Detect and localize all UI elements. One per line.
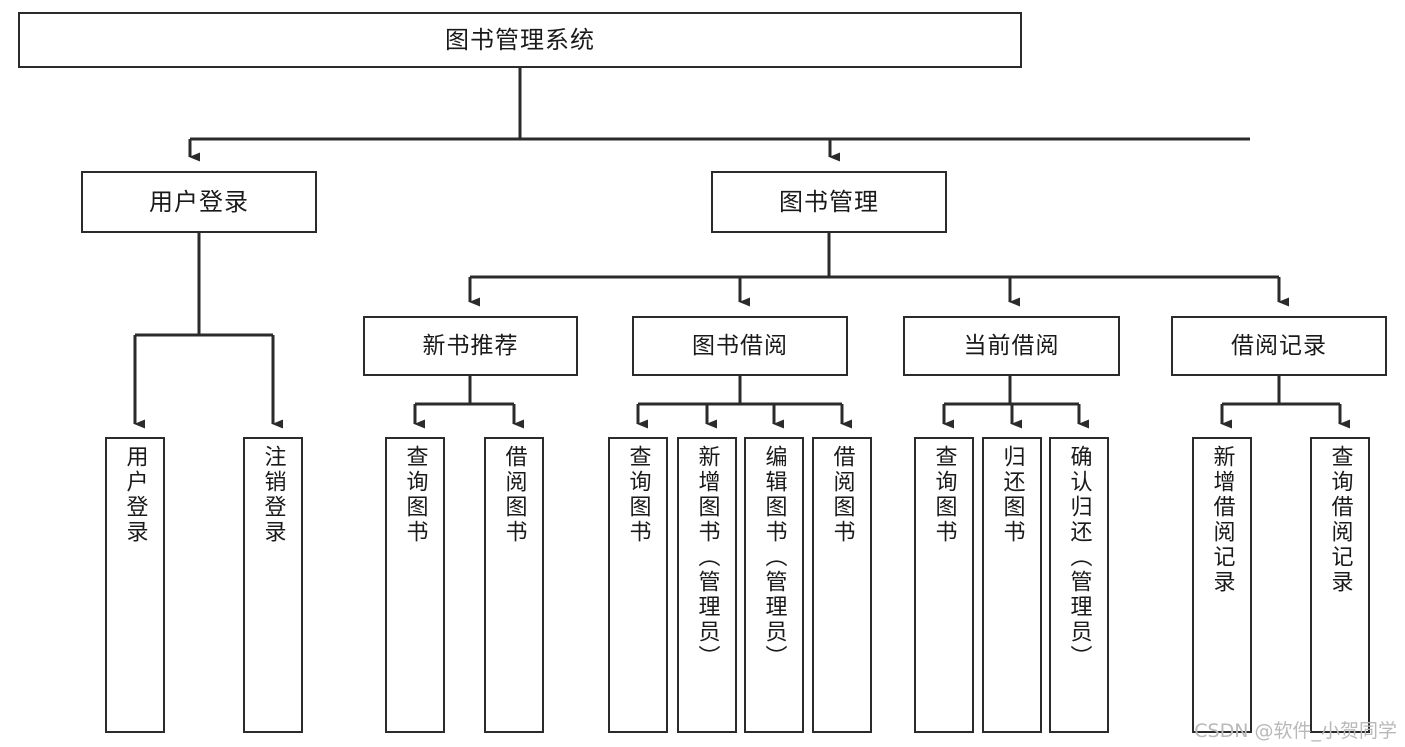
node-label: 新增图书（管理员） xyxy=(694,445,720,670)
node-label: 借阅记录 xyxy=(1231,332,1327,359)
node-label: 图书管理系统 xyxy=(445,26,595,54)
node-label: 用户登录 xyxy=(149,188,249,216)
node-leaf-borrow-book-2[interactable]: 借阅图书 xyxy=(812,437,872,733)
node-label: 用户登录 xyxy=(122,445,148,545)
node-label: 归还图书 xyxy=(999,445,1025,545)
node-label: 查询借阅记录 xyxy=(1327,445,1353,595)
node-leaf-query-record[interactable]: 查询借阅记录 xyxy=(1310,437,1370,733)
node-leaf-add-book[interactable]: 新增图书（管理员） xyxy=(677,437,737,733)
node-label: 借阅图书 xyxy=(829,445,855,545)
node-leaf-add-record[interactable]: 新增借阅记录 xyxy=(1192,437,1252,733)
node-label: 图书管理 xyxy=(779,188,879,216)
node-book-management[interactable]: 图书管理 xyxy=(711,171,947,233)
node-label: 确认归还（管理员） xyxy=(1066,445,1092,670)
node-leaf-user-login[interactable]: 用户登录 xyxy=(105,437,165,733)
node-leaf-query-book-3[interactable]: 查询图书 xyxy=(914,437,974,733)
node-label: 查询图书 xyxy=(625,445,651,545)
node-label: 当前借阅 xyxy=(963,332,1060,359)
node-label: 编辑图书（管理员） xyxy=(761,445,787,670)
node-leaf-logout-login[interactable]: 注销登录 xyxy=(243,437,303,733)
node-label: 查询图书 xyxy=(931,445,957,545)
node-label: 注销登录 xyxy=(260,445,286,545)
node-leaf-query-book-2[interactable]: 查询图书 xyxy=(608,437,668,733)
node-borrow-record[interactable]: 借阅记录 xyxy=(1171,316,1387,376)
node-leaf-query-book-1[interactable]: 查询图书 xyxy=(385,437,445,733)
node-leaf-return-book[interactable]: 归还图书 xyxy=(982,437,1042,733)
node-new-book-recommend[interactable]: 新书推荐 xyxy=(363,316,578,376)
node-leaf-borrow-book-1[interactable]: 借阅图书 xyxy=(484,437,544,733)
csdn-watermark: CSDN @软件_小贺同学 xyxy=(1194,720,1397,742)
node-leaf-confirm-return[interactable]: 确认归还（管理员） xyxy=(1049,437,1109,733)
node-book-borrow[interactable]: 图书借阅 xyxy=(632,316,848,376)
node-label: 查询图书 xyxy=(402,445,428,545)
node-label: 图书借阅 xyxy=(692,332,788,359)
node-label: 借阅图书 xyxy=(501,445,527,545)
node-label: 新书推荐 xyxy=(422,332,519,359)
node-label: 新增借阅记录 xyxy=(1209,445,1235,595)
node-current-borrow[interactable]: 当前借阅 xyxy=(903,316,1120,376)
node-user-login[interactable]: 用户登录 xyxy=(81,171,317,233)
node-leaf-edit-book[interactable]: 编辑图书（管理员） xyxy=(744,437,804,733)
node-root-book-management-system[interactable]: 图书管理系统 xyxy=(18,12,1022,68)
